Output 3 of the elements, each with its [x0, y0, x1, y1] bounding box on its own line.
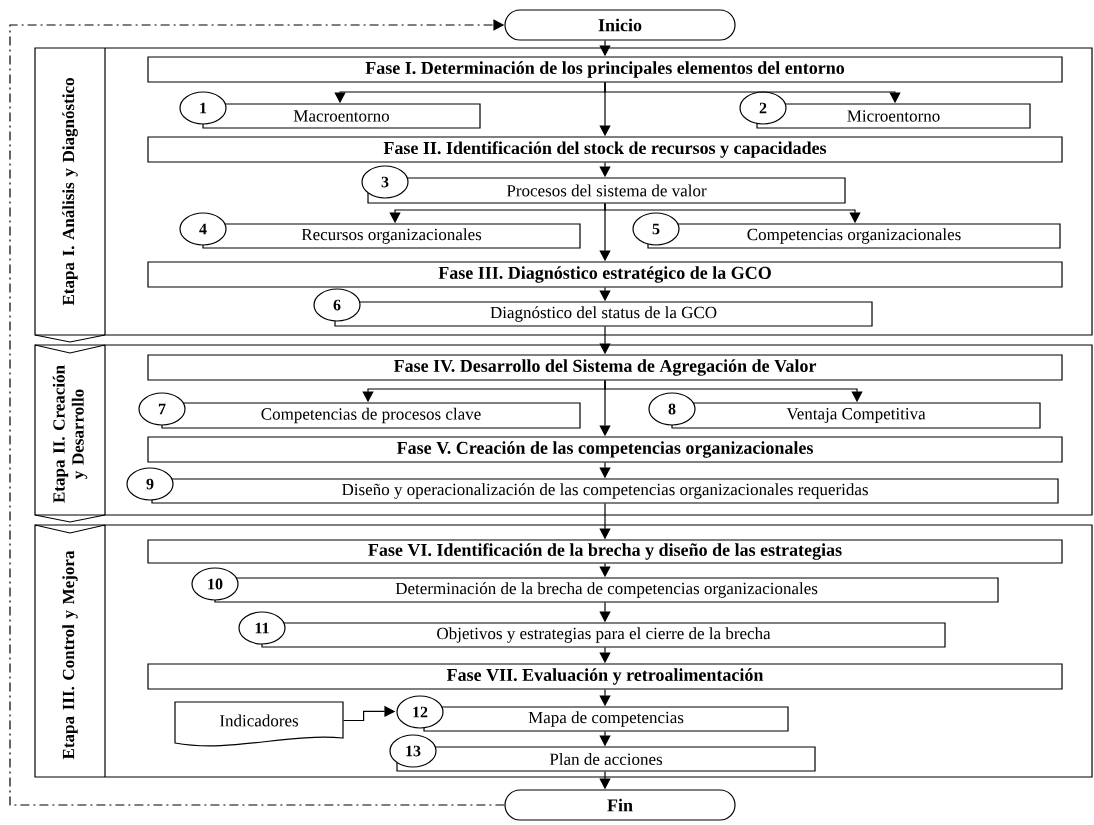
phase-box: Fase VII. Evaluación y retroalimentación — [147, 663, 1063, 690]
stage-label: Etapa III. Control y Mejora — [62, 550, 78, 760]
phase-box: Fase VI. Identificación de la brecha y diseño de las estrategias — [147, 539, 1063, 564]
